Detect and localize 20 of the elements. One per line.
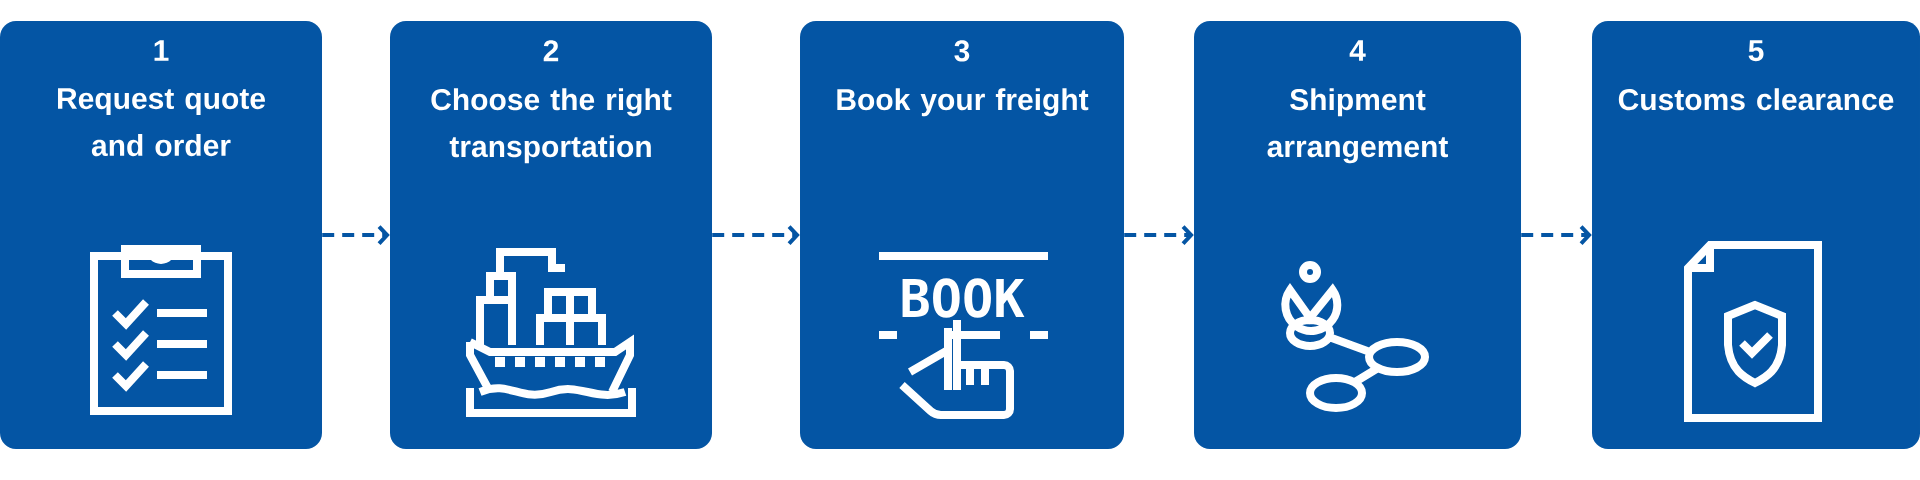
step-title: Book your freight <box>837 88 1089 117</box>
step-title: Customs clearance <box>1618 88 1894 111</box>
step-card <box>1194 21 1521 449</box>
step-card <box>800 21 1124 449</box>
step-card <box>1592 21 1920 449</box>
step-number: 2 <box>543 40 559 62</box>
step-number: 5 <box>1748 40 1764 62</box>
step-title: Request quote and order <box>58 88 265 157</box>
arrow <box>322 225 390 245</box>
step-title: Choose the right transportation <box>431 88 672 164</box>
step-card <box>390 21 712 449</box>
arrow <box>1124 225 1194 245</box>
step-title: Shipment arrangement <box>1267 88 1448 164</box>
step-card <box>0 21 322 449</box>
arrow <box>1521 225 1592 245</box>
sign-text: BOOK <box>902 278 1025 318</box>
arrow <box>712 225 800 245</box>
step-number: 3 <box>954 40 970 62</box>
step-number: 4 <box>1349 40 1366 61</box>
step-number: 1 <box>154 40 169 61</box>
